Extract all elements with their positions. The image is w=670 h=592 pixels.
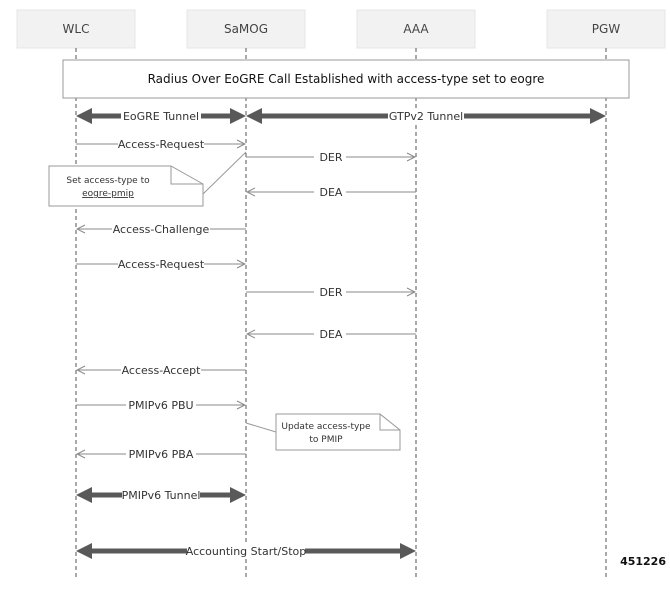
note-update-access-type-line-1: Update access-type xyxy=(281,422,371,432)
note-set-access-type: Set access-type to eogre-pmip xyxy=(48,151,247,207)
access-request-2: Access-Request xyxy=(76,256,245,272)
participant-wlc: WLC xyxy=(16,9,136,49)
participant-wlc-label: WLC xyxy=(63,22,90,36)
pmipv6-pba-label: PMIPv6 PBA xyxy=(129,448,194,461)
access-request-1-label: Access-Request xyxy=(118,138,205,151)
figure-id: 451226 xyxy=(620,555,666,568)
pmipv6-tunnel-label: PMIPv6 Tunnel xyxy=(122,489,201,502)
accounting-start-stop: Accounting Start/Stop xyxy=(76,543,416,559)
dea-2: DEA xyxy=(247,326,416,342)
participant-samog-label: SaMOG xyxy=(224,22,268,36)
access-request-1: Access-Request xyxy=(76,136,245,152)
eogre-tunnel: EoGRE Tunnel xyxy=(76,108,246,124)
gtpv2-tunnel: GTPv2 Tunnel xyxy=(246,108,606,124)
der-2: DER xyxy=(246,284,415,300)
gtpv2-tunnel-label: GTPv2 Tunnel xyxy=(389,110,463,123)
pmipv6-pba: PMIPv6 PBA xyxy=(77,446,246,462)
participant-samog: SaMOG xyxy=(186,9,306,49)
access-challenge-label: Access-Challenge xyxy=(113,223,210,236)
banner-text: Radius Over EoGRE Call Established with … xyxy=(148,72,545,86)
access-accept-label: Access-Accept xyxy=(122,364,202,377)
participant-pgw: PGW xyxy=(546,9,666,49)
access-request-2-label: Access-Request xyxy=(118,258,205,271)
access-challenge: Access-Challenge xyxy=(77,221,246,237)
participant-aaa-label: AAA xyxy=(403,22,429,36)
note-set-access-type-line-1: Set access-type to xyxy=(66,176,150,186)
dea-2-label: DEA xyxy=(320,328,343,341)
pmipv6-pbu: PMIPv6 PBU xyxy=(76,397,245,413)
der-1: DER xyxy=(246,149,415,165)
accounting-start-stop-label: Accounting Start/Stop xyxy=(186,545,307,558)
note-update-access-type-line-2: to PMIP xyxy=(309,435,343,445)
note-update-access-type: Update access-type to PMIP xyxy=(245,413,401,451)
access-accept: Access-Accept xyxy=(77,362,246,378)
dea-1: DEA xyxy=(247,184,416,200)
call-established-banner: Radius Over EoGRE Call Established with … xyxy=(62,59,630,99)
pmipv6-pbu-label: PMIPv6 PBU xyxy=(128,399,193,412)
pmipv6-tunnel: PMIPv6 Tunnel xyxy=(76,487,246,503)
dea-1-label: DEA xyxy=(320,186,343,199)
eogre-tunnel-label: EoGRE Tunnel xyxy=(123,110,199,123)
der-1-label: DER xyxy=(319,151,342,164)
participant-pgw-label: PGW xyxy=(592,22,621,36)
note-set-access-type-line-2: eogre-pmip xyxy=(82,189,134,199)
participant-aaa: AAA xyxy=(356,9,476,49)
der-2-label: DER xyxy=(319,286,342,299)
